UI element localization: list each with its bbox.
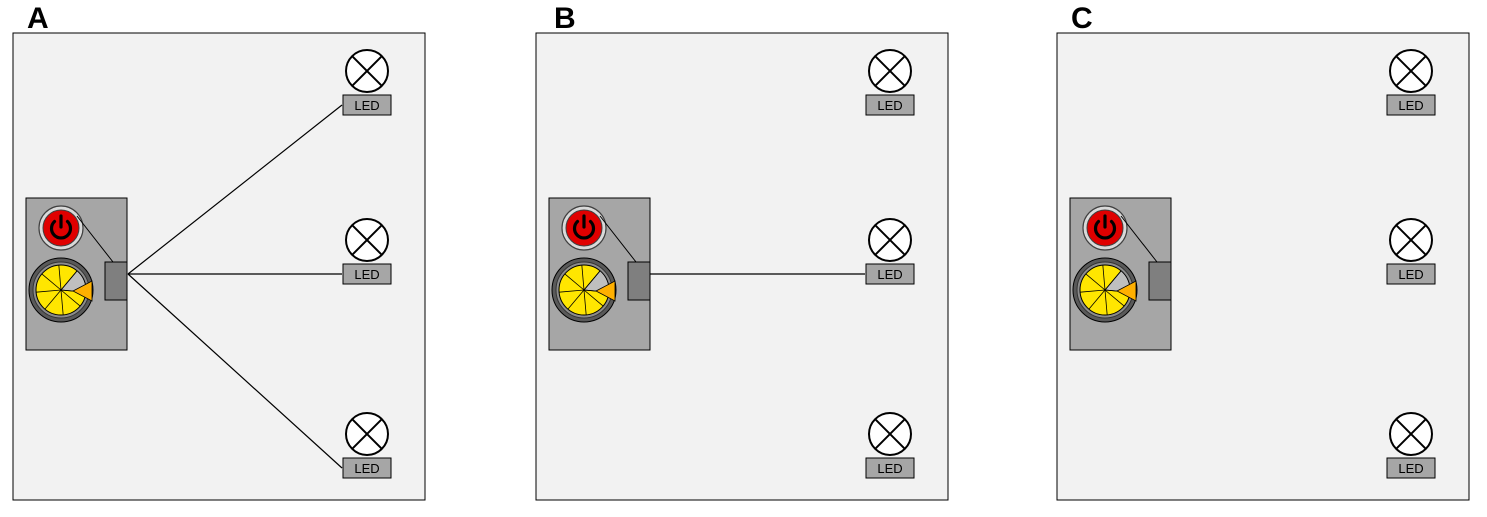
led: LED bbox=[1386, 218, 1436, 285]
power-symbol-arc bbox=[572, 219, 596, 240]
controller bbox=[25, 197, 128, 351]
dial-spoke bbox=[60, 270, 78, 291]
led-label-box bbox=[865, 263, 915, 285]
led-label: LED bbox=[1398, 98, 1423, 113]
led-label-box bbox=[1386, 457, 1436, 479]
power-icon bbox=[561, 205, 607, 251]
led-label-box bbox=[342, 94, 392, 116]
power-lead bbox=[76, 215, 114, 263]
lamp-icon bbox=[868, 49, 912, 93]
panel-letter: C bbox=[1071, 2, 1093, 35]
power-icon bbox=[1082, 205, 1128, 251]
led: LED bbox=[865, 49, 915, 116]
lamp-cross bbox=[351, 55, 383, 87]
led-label: LED bbox=[354, 461, 379, 476]
panel-letter: A bbox=[27, 2, 49, 35]
dial-spoke bbox=[583, 289, 587, 315]
led-label-box bbox=[342, 263, 392, 285]
dial-pointer bbox=[595, 280, 616, 302]
led-label: LED bbox=[877, 98, 902, 113]
dial-spoke bbox=[44, 289, 62, 310]
connector-block bbox=[104, 261, 128, 301]
dial-icon bbox=[1072, 257, 1138, 323]
panel-letter: B bbox=[554, 2, 576, 35]
lamp-cross bbox=[1395, 224, 1427, 256]
led-label-box bbox=[865, 457, 915, 479]
panel-b: B LED LED LED bbox=[535, 2, 949, 501]
dial-spoke bbox=[583, 270, 601, 291]
power-lead bbox=[1120, 215, 1158, 263]
power-icon bbox=[38, 205, 84, 251]
dial-spoke bbox=[567, 289, 585, 310]
lamp-icon bbox=[868, 412, 912, 456]
led-label-box bbox=[865, 94, 915, 116]
dial-spoke bbox=[1104, 289, 1125, 307]
lamp-cross bbox=[874, 55, 906, 87]
led: LED bbox=[342, 49, 392, 116]
dial-spoke bbox=[581, 265, 585, 291]
led: LED bbox=[342, 412, 392, 479]
lamp-cross bbox=[351, 418, 383, 450]
lamp-icon bbox=[1389, 412, 1433, 456]
dial-spoke bbox=[564, 273, 585, 291]
controller bbox=[548, 197, 651, 351]
led-label: LED bbox=[354, 267, 379, 282]
dial-spoke bbox=[58, 265, 62, 291]
led-label-box bbox=[1386, 94, 1436, 116]
dial-spoke bbox=[1088, 289, 1106, 310]
dial-spoke bbox=[1085, 273, 1106, 291]
power-lead bbox=[599, 215, 637, 263]
lamp-icon bbox=[1389, 49, 1433, 93]
led-label: LED bbox=[1398, 461, 1423, 476]
led: LED bbox=[1386, 49, 1436, 116]
led-label: LED bbox=[877, 267, 902, 282]
lamp-icon bbox=[345, 49, 389, 93]
led: LED bbox=[865, 412, 915, 479]
dial-icon bbox=[551, 257, 617, 323]
dial-icon bbox=[28, 257, 94, 323]
lamp-cross bbox=[874, 418, 906, 450]
led: LED bbox=[342, 218, 392, 285]
dial-spoke bbox=[60, 289, 81, 307]
dial-spoke bbox=[583, 289, 604, 307]
dial-spoke bbox=[559, 289, 585, 293]
dial-pointer bbox=[1116, 280, 1137, 302]
dial-spoke bbox=[1104, 289, 1108, 315]
dial-spoke bbox=[1102, 265, 1106, 291]
lamp-cross bbox=[874, 224, 906, 256]
controller bbox=[1069, 197, 1172, 351]
wire-bottom bbox=[127, 273, 343, 469]
connector-block bbox=[627, 261, 651, 301]
led-label-box bbox=[1386, 263, 1436, 285]
wire-top bbox=[127, 104, 343, 275]
panel-c: C LED LED LED bbox=[1056, 2, 1470, 501]
lamp-icon bbox=[868, 218, 912, 262]
lamp-icon bbox=[345, 412, 389, 456]
lamp-cross bbox=[351, 224, 383, 256]
led-label: LED bbox=[877, 461, 902, 476]
dial-pointer bbox=[72, 280, 93, 302]
connector-block bbox=[1148, 261, 1172, 301]
led: LED bbox=[1386, 412, 1436, 479]
power-symbol-arc bbox=[1093, 219, 1117, 240]
dial-spoke bbox=[60, 289, 64, 315]
lamp-icon bbox=[1389, 218, 1433, 262]
led-label: LED bbox=[354, 98, 379, 113]
dial-spoke bbox=[1080, 289, 1106, 293]
dial-spoke bbox=[36, 289, 62, 293]
panel-a: A LED LED LED bbox=[12, 2, 426, 501]
wires bbox=[127, 104, 343, 469]
lamp-cross bbox=[1395, 418, 1427, 450]
led: LED bbox=[865, 218, 915, 285]
dial-spoke bbox=[1104, 270, 1122, 291]
led-label-box bbox=[342, 457, 392, 479]
lamp-cross bbox=[1395, 55, 1427, 87]
lamp-icon bbox=[345, 218, 389, 262]
dial-spoke bbox=[41, 273, 62, 291]
power-symbol-arc bbox=[49, 219, 73, 240]
led-label: LED bbox=[1398, 267, 1423, 282]
